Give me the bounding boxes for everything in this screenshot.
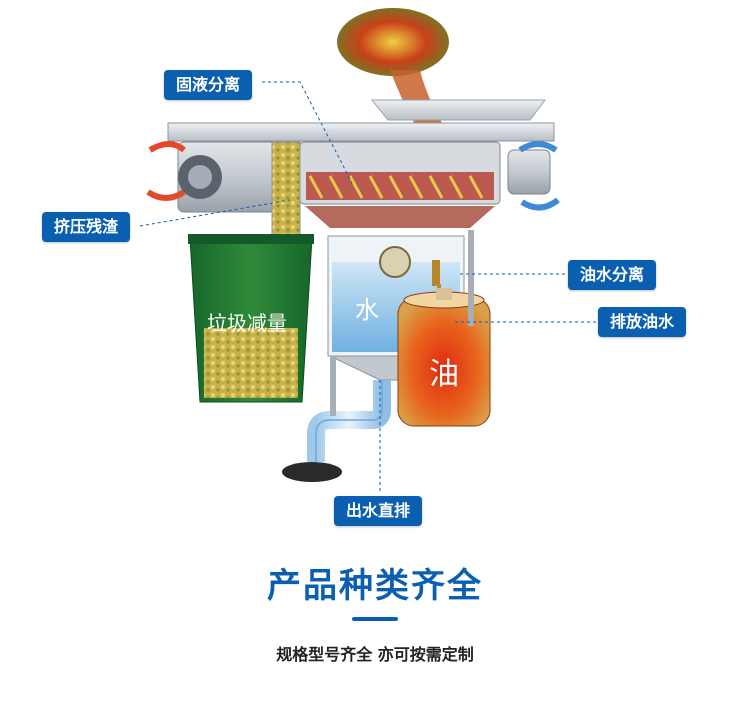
label-oil-water-separation: 油水分离	[568, 260, 657, 290]
label-squeeze-residue: 挤压残渣	[42, 212, 131, 242]
discharge-chute	[271, 141, 301, 243]
floor-drain	[282, 462, 342, 482]
water-label: 水	[355, 296, 379, 324]
bin-label: 垃圾减量	[207, 311, 287, 335]
screen-funnel	[305, 206, 495, 228]
headline-divider	[352, 617, 398, 621]
top-tray	[370, 99, 546, 121]
food-bowl	[337, 8, 449, 76]
label-solid-liquid-separation: 固液分离	[164, 70, 253, 100]
oil-label: 油	[429, 357, 459, 392]
label-water-direct-discharge: 出水直排	[334, 496, 423, 526]
table-top	[167, 122, 555, 142]
label-drain-oil-water: 排放油水	[598, 307, 687, 337]
page-subline: 规格型号齐全 亦可按需定制	[276, 645, 474, 664]
page-headline: 产品种类齐全	[267, 566, 483, 606]
right-motor	[507, 149, 551, 195]
skimmer-wheel	[379, 246, 411, 278]
blue-arrow-icon	[518, 141, 558, 153]
bin-waste-fill	[204, 328, 298, 398]
red-arrow-icon	[148, 141, 186, 153]
leader-lines	[139, 81, 598, 492]
